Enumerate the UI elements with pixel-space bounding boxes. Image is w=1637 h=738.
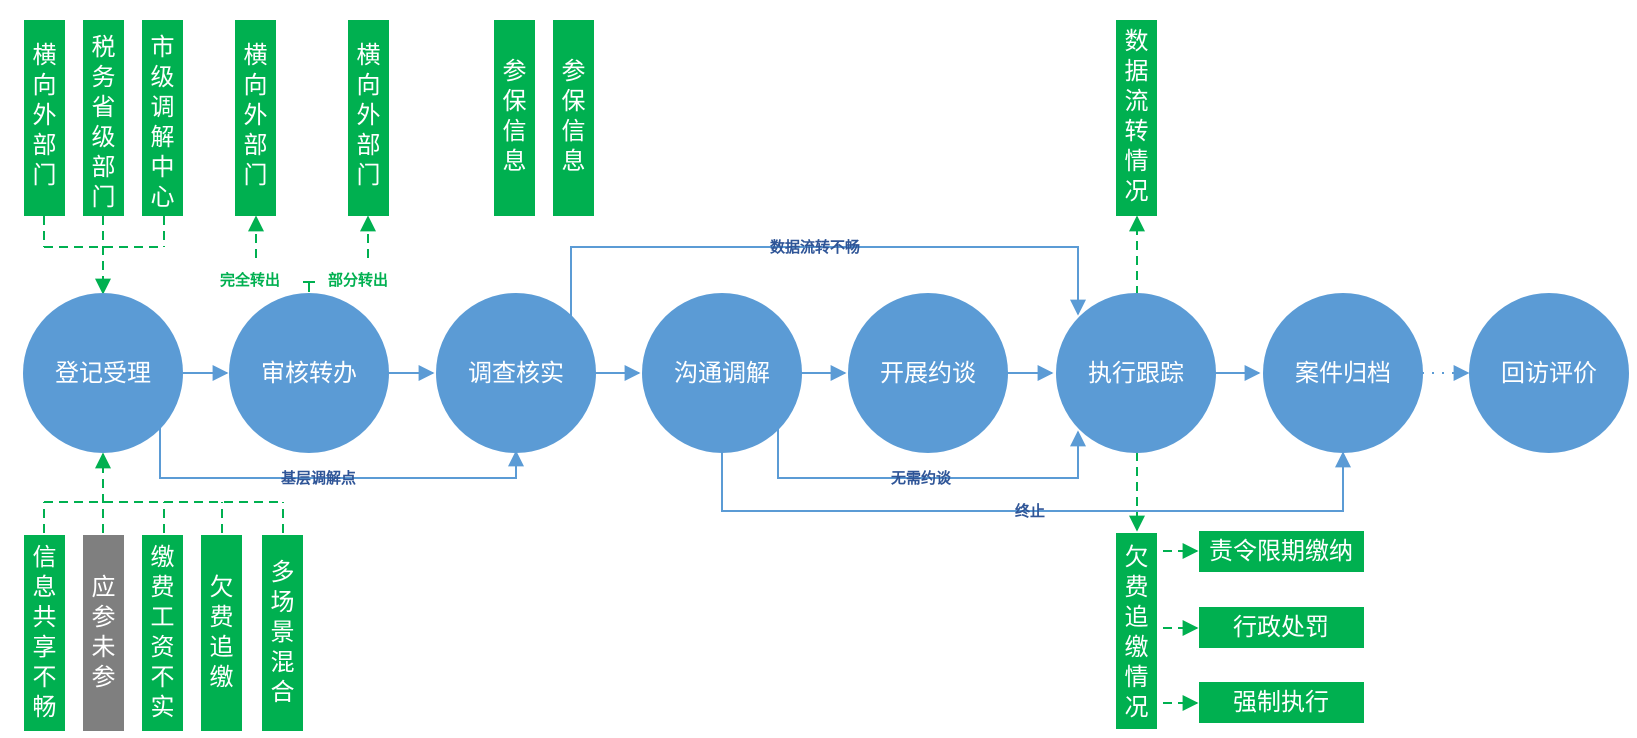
bottom-boxes: 信息共享不畅 应参未参 缴费工资不实 欠费追缴 多场景混合 欠费追缴情况 (24, 533, 1157, 731)
top-boxes: 横向外部门 税务省级部门 市级调解中心 横向外部门 横向外部门 参保信息 参保信… (24, 20, 1157, 216)
svg-text:沟通调解: 沟通调解 (674, 359, 770, 387)
source-box-horizontal-dept: 横向外部门 (24, 20, 65, 216)
case-type-wage-inaccurate-label: 缴费工资不实 (151, 543, 175, 721)
source-box-horizontal-dept-label: 横向外部门 (33, 41, 57, 189)
arrears-status-box: 欠费追缴情况 (1116, 533, 1157, 729)
svg-text:审核转办: 审核转办 (261, 359, 357, 387)
case-type-mixed: 多场景混合 (262, 535, 303, 731)
svg-text:责令限期缴纳: 责令限期缴纳 (1209, 537, 1353, 565)
edge-label-grassroots: 基层调解点 (280, 469, 356, 487)
arrears-actions: 责令限期缴纳 行政处罚 强制执行 (1199, 531, 1364, 723)
step-registration[interactable]: 登记受理 (23, 293, 183, 453)
svg-text:案件归档: 案件归档 (1295, 359, 1391, 387)
case-type-arrears: 欠费追缴 (201, 535, 242, 731)
partial-transfer-target-box-label: 横向外部门 (357, 41, 381, 189)
step-review-transfer[interactable]: 审核转办 (229, 293, 389, 453)
green-connectors (43, 215, 1199, 711)
step-mediation[interactable]: 沟通调解 (642, 293, 802, 453)
blue-connectors (159, 246, 1351, 512)
step-execution-tracking[interactable]: 执行跟踪 (1056, 293, 1216, 453)
source-box-tax-provincial-label: 税务省级部门 (92, 33, 116, 211)
case-type-info-sharing: 信息共享不畅 (24, 535, 65, 731)
grassroots-connector (159, 426, 524, 479)
edge-label-full-transfer: 完全转出 (220, 271, 280, 289)
step-case-archive[interactable]: 案件归档 (1263, 293, 1423, 453)
step-followup-evaluation[interactable]: 回访评价 (1469, 293, 1629, 453)
full-transfer-target-box: 横向外部门 (235, 20, 276, 216)
partial-transfer-target-box: 横向外部门 (348, 20, 389, 216)
arrears-status-box-label: 欠费追缴情况 (1125, 543, 1149, 721)
action-admin-penalty: 行政处罚 (1199, 607, 1364, 648)
svg-text:调查核实: 调查核实 (468, 359, 564, 387)
source-box-city-mediation: 市级调解中心 (142, 20, 183, 216)
full-transfer-target-box-label: 横向外部门 (244, 41, 268, 189)
no-interview-connector (777, 426, 1086, 479)
step-investigation[interactable]: 调查核实 (436, 293, 596, 453)
case-type-arrears-label: 欠费追缴 (210, 573, 234, 691)
step-interview[interactable]: 开展约谈 (848, 293, 1008, 453)
process-steps: 登记受理 审核转办 调查核实 沟通调解 开展约谈 执行跟踪 案件归档 回访评价 (23, 293, 1629, 453)
case-type-should-enroll: 应参未参 (83, 535, 124, 731)
insurance-info-box-1: 参保信息 (494, 20, 535, 216)
edge-label-no-interview: 无需约谈 (890, 469, 952, 487)
svg-text:执行跟踪: 执行跟踪 (1088, 359, 1184, 387)
svg-text:回访评价: 回访评价 (1501, 359, 1597, 387)
data-flow-blocked-connector (570, 246, 1086, 316)
terminate-connector (721, 451, 1351, 512)
edge-labels: 完全转出 部分转出 数据流转不畅 基层调解点 无需约谈 终止 (220, 238, 1045, 520)
source-box-city-mediation-label: 市级调解中心 (151, 33, 175, 211)
data-flow-status-box-label: 数据流转情况 (1125, 27, 1149, 205)
svg-text:行政处罚: 行政处罚 (1233, 613, 1329, 641)
case-type-mixed-label: 多场景混合 (271, 558, 295, 706)
edge-label-data-flow-blocked: 数据流转不畅 (770, 238, 860, 256)
case-type-should-enroll-label: 应参未参 (92, 573, 116, 691)
edge-label-terminate: 终止 (1015, 502, 1045, 520)
svg-text:登记受理: 登记受理 (55, 359, 151, 387)
insurance-info-box-2: 参保信息 (553, 20, 594, 216)
case-type-info-sharing-label: 信息共享不畅 (33, 543, 57, 721)
svg-text:开展约谈: 开展约谈 (880, 359, 976, 387)
edge-label-partial-transfer: 部分转出 (328, 271, 388, 289)
source-box-tax-provincial: 税务省级部门 (83, 20, 124, 216)
case-type-wage-inaccurate: 缴费工资不实 (142, 535, 183, 731)
action-enforcement: 强制执行 (1199, 682, 1364, 723)
insurance-info-box-2-label: 参保信息 (562, 57, 586, 175)
action-order-payment: 责令限期缴纳 (1199, 531, 1364, 572)
insurance-info-box-1-label: 参保信息 (503, 57, 527, 175)
svg-text:强制执行: 强制执行 (1233, 688, 1329, 716)
data-flow-status-box: 数据流转情况 (1116, 20, 1157, 216)
